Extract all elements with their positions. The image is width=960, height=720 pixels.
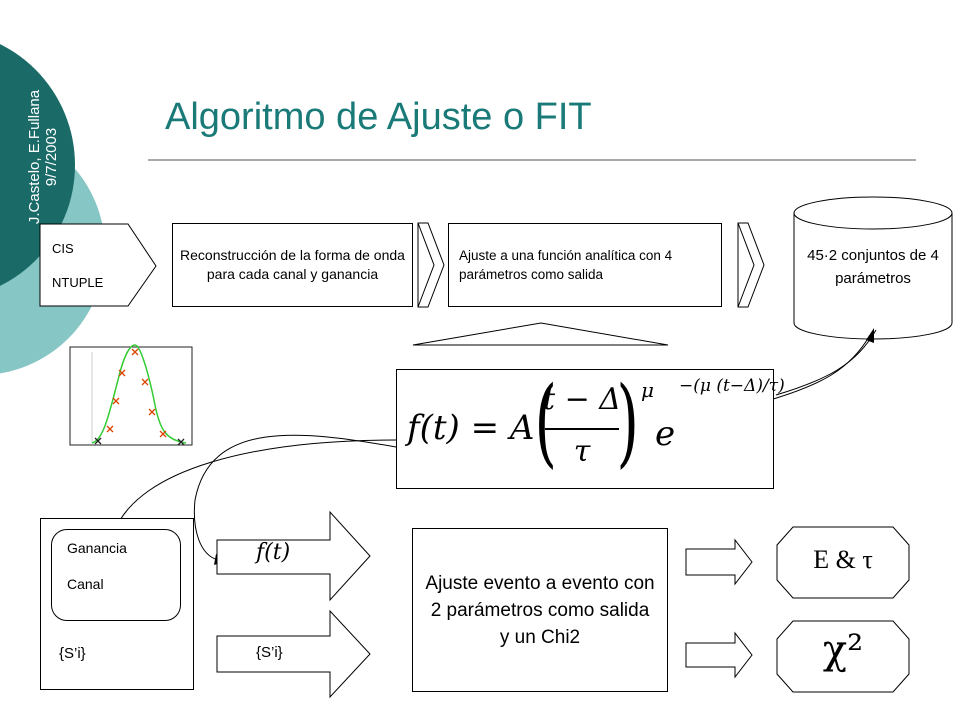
connector-formula-f (193, 434, 397, 561)
result-octagon-1 (776, 526, 910, 599)
database-cylinder-top (793, 196, 953, 230)
plot-frame (69, 346, 193, 446)
formula-box: f(t) = A ( t − Δ τ ) μ e −(μ (t−Δ)/τ) (396, 366, 785, 489)
event-fit-text: Ajuste evento a evento con 2 parámetros … (425, 572, 655, 648)
sample-markers (94, 348, 185, 446)
samples-arrow-label: {S’i} (256, 644, 283, 661)
connector-formula-channel (114, 439, 397, 531)
channel-label: Canal (67, 576, 104, 592)
samples-arrow (216, 609, 371, 699)
result-arrow-1 (685, 538, 753, 586)
step-fit-text: Ajuste a una función analítica con 4 par… (459, 248, 673, 282)
flow-arrow-1 (417, 222, 445, 308)
formula-lhs: f(t) = A (407, 408, 535, 448)
formula-left-paren: ( (534, 366, 557, 478)
f-arrow (216, 510, 371, 602)
formula-right-paren: ) (616, 366, 639, 478)
plot-curve (91, 344, 187, 444)
result-chi2: χ² (822, 627, 864, 673)
output-label: 45·2 conjuntos de 4 parámetros (807, 247, 939, 287)
event-fit-box: Ajuste evento a evento con 2 parámetros … (412, 528, 668, 692)
gain-label: Ganancia (67, 540, 127, 556)
formula-power: μ (641, 378, 654, 402)
formula-trapezoid (412, 322, 669, 346)
connector-formula-output-2 (775, 329, 877, 396)
input-pentagon (39, 223, 157, 307)
formula-denominator: τ (573, 434, 591, 469)
step-reconstruction-box: Reconstrucción de la forma de onda para … (172, 223, 413, 307)
connector-arrowhead-1 (866, 328, 874, 343)
page-title: Algoritmo de Ajuste o FIT (165, 96, 592, 138)
flow-arrow-2 (737, 222, 765, 308)
formula-exp-base: e (655, 414, 676, 454)
formula-exponent: −(μ (t−Δ)/τ) (679, 376, 785, 396)
flow-arrow-2-inner (737, 222, 755, 308)
formula-numerator: t − Δ (543, 382, 621, 417)
step-fit-box: Ajuste a una función analítica con 4 par… (448, 223, 722, 307)
formula-fraction-bar (545, 428, 619, 430)
step-reconstruction-text: Reconstrucción de la forma de onda para … (180, 247, 405, 282)
result-octagon-2 (776, 620, 910, 693)
result-energy-tau: E & τ (813, 545, 873, 574)
input-label-1: CIS (52, 241, 74, 256)
waveform-plot (69, 344, 193, 446)
samples-left-label: {S’i} (59, 645, 86, 662)
gain-channel-rounded-box (51, 529, 181, 621)
input-label-2: NTUPLE (52, 275, 104, 290)
channel-gain-box: Ganancia Canal {S’i} (40, 518, 194, 690)
f-arrow-label: f(t) (256, 540, 291, 565)
connector-formula-output (769, 334, 871, 401)
flow-arrow-1-inner (417, 222, 435, 308)
result-arrow-2 (685, 631, 753, 679)
